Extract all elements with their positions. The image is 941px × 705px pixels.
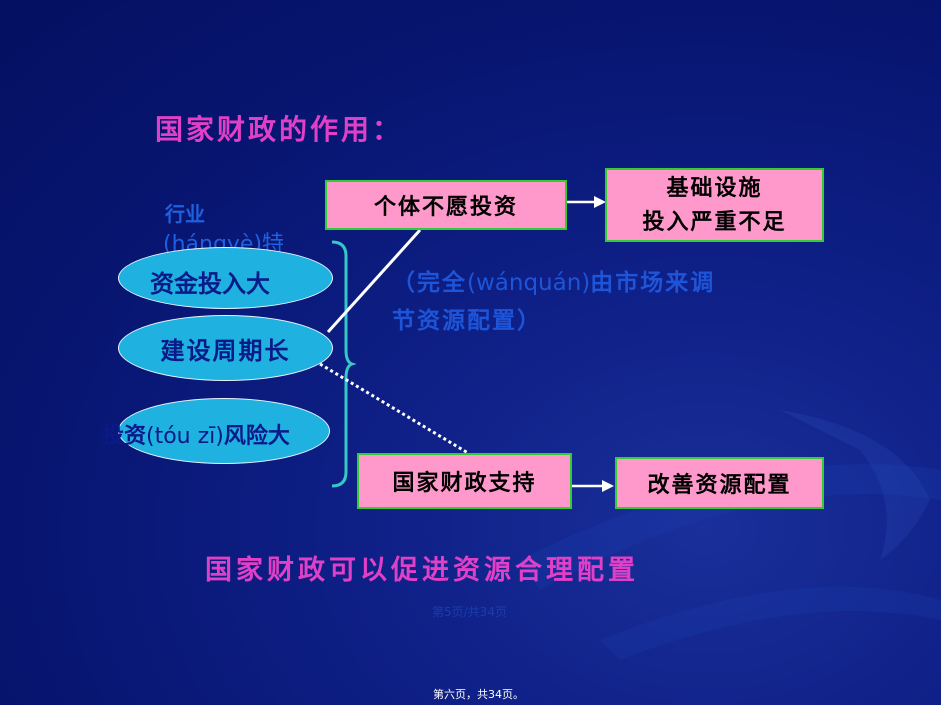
cycle-label: 建设周期长 bbox=[160, 335, 291, 365]
ellipse-cycle: 建设周期长 bbox=[118, 315, 333, 381]
solid-connector bbox=[326, 228, 422, 334]
box-improve: 改善资源配置 bbox=[615, 457, 824, 509]
risk-prefix: 投资 bbox=[102, 424, 147, 449]
box-infra-line2: 投入严重不足 bbox=[642, 209, 787, 235]
market-annotation: （完全(wánquán)由市场来调节资源配置） bbox=[392, 264, 802, 340]
capital-label: 资金投入大 bbox=[150, 269, 270, 298]
page-label-top: 第5页/共34页 bbox=[432, 605, 507, 619]
industry-hanzi: 行业 bbox=[165, 202, 205, 226]
box-state-support: 国家财政支持 bbox=[357, 453, 572, 509]
box-individual-label: 个体不愿投资 bbox=[373, 194, 518, 220]
brace bbox=[331, 240, 357, 488]
slide-title: 国家财政的作用： bbox=[155, 113, 404, 146]
dotted-connector bbox=[319, 362, 469, 455]
market-part1: （完全 bbox=[392, 269, 467, 296]
box-state-support-label: 国家财政支持 bbox=[392, 470, 537, 496]
box-improve-label: 改善资源配置 bbox=[647, 472, 792, 498]
risk-label: 投资(tóu zī)风险大 bbox=[102, 418, 290, 450]
market-pinyin: (wánquán) bbox=[467, 270, 591, 296]
arrow-bottom-head bbox=[602, 480, 614, 492]
page-label-bottom: 第六页，共34页。 bbox=[433, 688, 524, 701]
box-infra-line1: 基础设施 bbox=[666, 175, 763, 201]
box-infrastructure: 基础设施 投入严重不足 bbox=[605, 168, 824, 242]
market-part2: 由市场来调 bbox=[590, 269, 716, 296]
risk-pinyin: (tóu zī) bbox=[146, 424, 224, 449]
arrow-top-head bbox=[594, 196, 606, 208]
market-line2: 节资源配置） bbox=[392, 307, 542, 334]
ellipse-risk bbox=[118, 398, 330, 464]
conclusion: 国家财政可以促进资源合理配置 bbox=[205, 555, 639, 586]
risk-suffix: 风险大 bbox=[223, 424, 290, 449]
ellipse-capital bbox=[118, 247, 333, 309]
box-individual: 个体不愿投资 bbox=[325, 180, 567, 230]
